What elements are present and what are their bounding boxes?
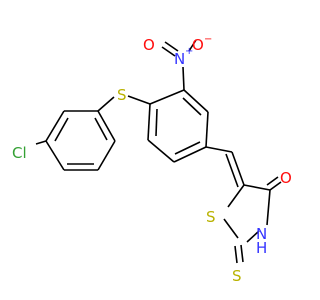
bond-c-n-nitro [182,66,185,91]
bond-ch-c5-2 [225,153,239,188]
atom-n-charge: + [185,46,193,57]
atom-o-nitro-left: O [143,36,155,54]
molecule-structure: Cl S N + O − O S O N H S [12,34,292,285]
bond-ch-c5-1 [231,151,245,186]
atom-o-carbonyl: O [280,169,292,187]
atom-s-thioether: S [117,86,127,104]
bond-c-cl [35,140,47,145]
atom-o-nitro-top: O [192,36,204,54]
bond-c-o-1 [269,181,282,191]
atom-s-thione: S [232,267,242,285]
atom-h-nh: H [256,239,267,257]
thiazolidinone-ring [223,184,271,243]
atom-n-h: N [256,225,267,243]
atom-cl: Cl [12,144,27,162]
bond-n-o-left-1 [161,46,176,57]
bond-ring-s [97,96,115,112]
bond-c-o-2 [266,176,279,186]
bond-ring-ch [205,146,233,153]
bond-c-s-thione-1 [240,244,244,263]
bond-n-o-top [188,39,197,52]
atom-n-nitro: N [174,50,185,68]
atom-o-charge: − [204,34,212,45]
bond-c-s-thione-2 [234,245,238,264]
nitrophenyl-ring [147,89,209,163]
atom-s-ring: S [206,208,216,226]
bond-s-ring [127,95,151,105]
chlorophenyl-ring [45,110,116,171]
bond-n-o-left-2 [164,41,179,52]
